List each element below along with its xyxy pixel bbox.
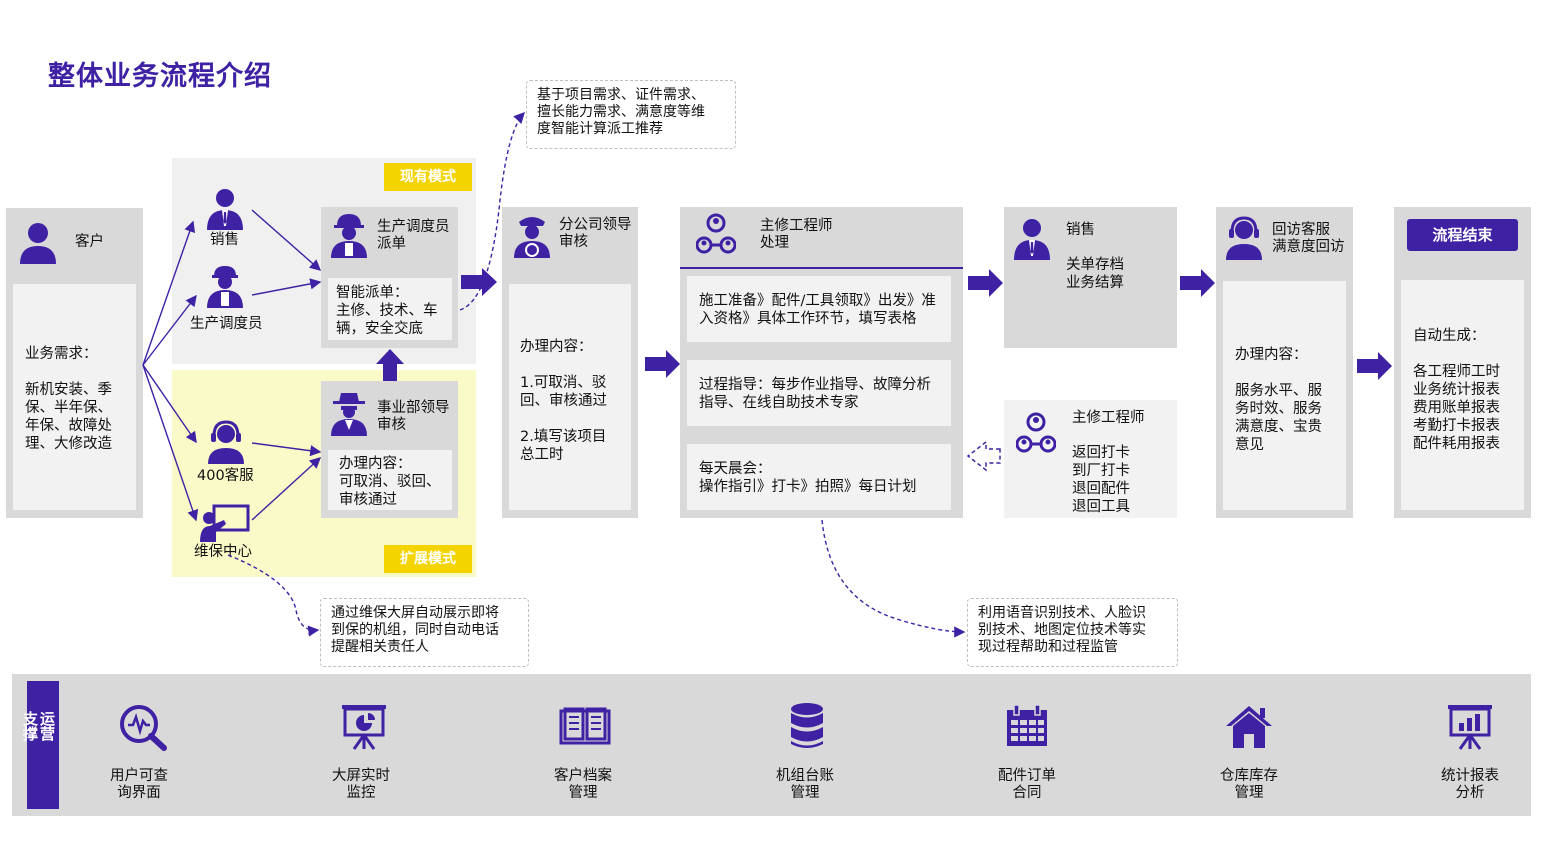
salesman-icon [207, 189, 243, 230]
callback-content-box [1223, 281, 1346, 510]
division-content: 办理内容： 可取消、驳回、 审核通过 [339, 456, 441, 508]
salesman-icon-2 [1014, 219, 1050, 260]
engineer-step-1: 施工准备》配件/工具领取》出发》准 入资格》具体工作环节，填写表格 [699, 293, 936, 327]
existing-mode-tag: 现有模式 [384, 163, 472, 191]
ops-label: 运营 支撑 [21, 711, 56, 741]
note-smart-dispatch: 基于项目需求、证件需求、 擅长能力需求、满意度等维 度智能计算派工推荐 [526, 80, 736, 149]
channel-maintenance-center: 维保中心 [194, 544, 252, 560]
division-content-box [328, 450, 452, 510]
extended-mode-tag: 扩展模式 [384, 545, 472, 573]
officer-icon [514, 217, 550, 258]
engineer-title: 主修工程师 处理 [760, 218, 833, 251]
sales-close-content: 关单存档 业务结算 [1066, 257, 1124, 291]
dispatch-content: 智能派单： 主修、技术、车 辆，安全交底 [336, 285, 438, 337]
callback-content: 办理内容： 服务水平、服 务时效、服务 满意度、宝贵 意见 [1235, 347, 1322, 453]
engineer-step-box-1 [687, 276, 951, 342]
page-title: 整体业务流程介绍 [48, 61, 272, 92]
presenter-board-icon [200, 504, 250, 542]
end-content: 自动生成： 各工程师工时 业务统计报表 费用账单报表 考勤打卡报表 配件耗用报表 [1413, 328, 1500, 452]
ops-support-bar [12, 674, 1531, 816]
ops-item-big-screen[interactable]: 大屏实时 监控 [332, 768, 390, 801]
headset-agent-icon-2 [1226, 216, 1262, 260]
channel-sales: 销售 [210, 232, 239, 248]
note-smart-dispatch-text: 基于项目需求、证件需求、 擅长能力需求、满意度等维 度智能计算派工推荐 [537, 87, 705, 137]
headset-agent-icon [208, 420, 244, 464]
branch-leader-content: 办理内容： 1.可取消、驳 回、审核通过 2.填写该项目 总工时 [520, 339, 607, 463]
worker-helmet-icon [207, 266, 243, 308]
person-icon [20, 223, 56, 264]
note-screen-text: 通过维保大屏自动展示即将 到保的机组，同时自动电话 提醒相关责任人 [331, 605, 499, 655]
engineer-step-box-2 [687, 360, 951, 426]
customer-needs-box [13, 284, 136, 510]
calendar-icon[interactable] [1005, 704, 1049, 748]
division-title: 事业部领导 审核 [377, 400, 450, 433]
branch-leader-content-box [509, 284, 631, 510]
ops-item-customer-archive[interactable]: 客户档案 管理 [554, 768, 612, 801]
engineer-return-title: 主修工程师 [1072, 410, 1145, 426]
branch-leader-title: 分公司领导 审核 [559, 217, 632, 250]
home-icon[interactable] [1224, 704, 1274, 748]
note-tech: 利用语音识别技术、人脸识 别技术、地图定位技术等实 现过程帮助和过程监管 [967, 598, 1178, 667]
engineer-return-panel [1004, 400, 1177, 518]
bar-board-icon[interactable] [1447, 703, 1493, 751]
engineer-divider [680, 267, 963, 269]
note-tech-text: 利用语音识别技术、人脸识 别技术、地图定位技术等实 现过程帮助和过程监管 [978, 605, 1146, 655]
ops-item-user-query[interactable]: 用户可查 询界面 [110, 768, 168, 801]
process-end-button[interactable]: 流程结束 [1407, 219, 1518, 251]
ops-item-warehouse[interactable]: 仓库库存 管理 [1220, 768, 1278, 801]
channel-hotline: 400客服 [197, 468, 254, 484]
search-chart-icon[interactable] [118, 703, 168, 751]
ops-label-box [27, 681, 59, 809]
detective-icon [331, 393, 367, 436]
presentation-icon[interactable] [340, 703, 388, 751]
end-content-box [1401, 280, 1524, 510]
engineer-step-3: 每天晨会： 操作指引》打卡》拍照》每日计划 [699, 461, 917, 495]
customer-needs: 业务需求： 新机安装、季 保、半年保、 年保、故障处 理、大修改造 [25, 346, 112, 452]
engineer-step-2: 过程指导：每步作业指导、故障分析 指导、在线自助技术专家 [699, 377, 931, 411]
callback-title: 回访客服 满意度回访 [1272, 222, 1345, 255]
ops-item-unit-ledger[interactable]: 机组台账 管理 [776, 768, 834, 801]
engineer-return-content: 返回打卡 到厂打卡 退回配件 退回工具 [1072, 445, 1130, 515]
team-network-icon-2 [1016, 412, 1056, 453]
ops-item-statistics[interactable]: 统计报表 分析 [1441, 768, 1499, 801]
note-screen: 通过维保大屏自动展示即将 到保的机组，同时自动电话 提醒相关责任人 [320, 598, 529, 667]
dispatch-title: 生产调度员 派单 [377, 219, 450, 252]
customer-label: 客户 [75, 234, 104, 250]
ops-item-parts-order[interactable]: 配件订单 合同 [998, 768, 1056, 801]
channel-dispatcher: 生产调度员 [190, 316, 263, 332]
dispatch-content-box [328, 278, 452, 340]
open-book-icon[interactable] [559, 705, 611, 747]
sales-close-title: 销售 [1066, 222, 1095, 238]
engineer-step-box-3 [687, 444, 951, 510]
database-icon[interactable] [789, 702, 825, 750]
dispatcher-icon [331, 214, 367, 258]
team-network-icon [696, 213, 736, 254]
